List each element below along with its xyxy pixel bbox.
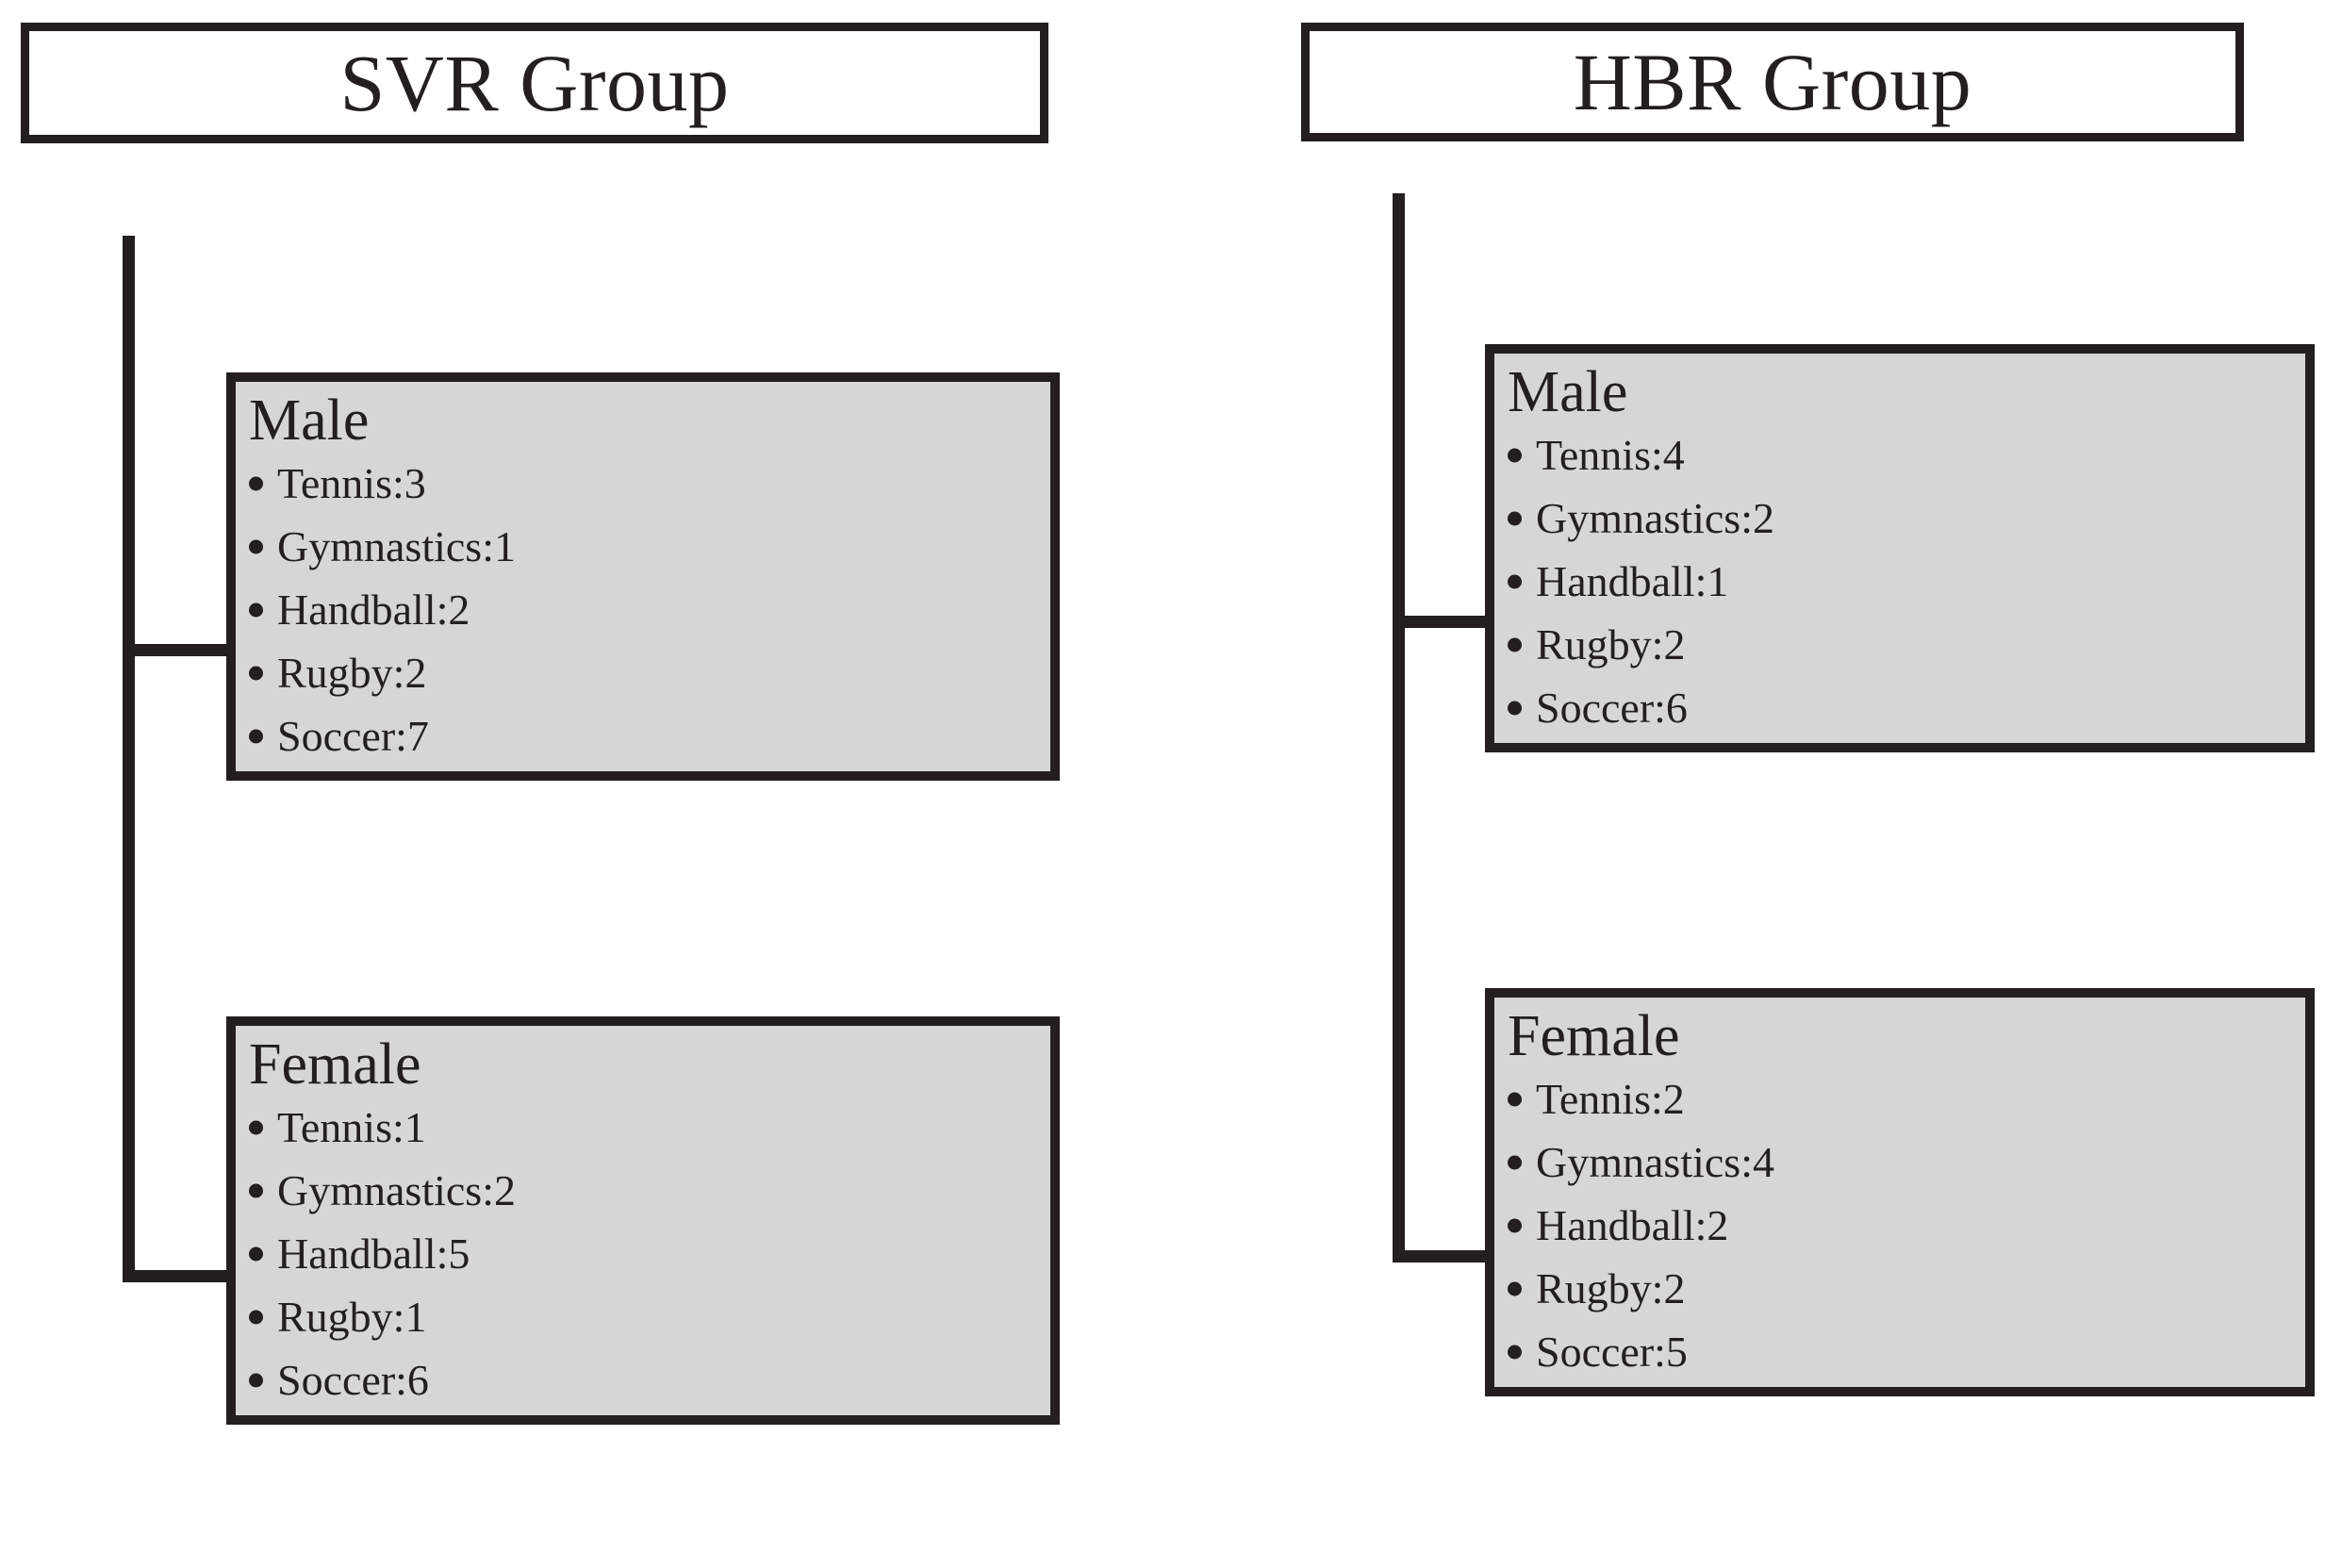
list-item-label: Soccer:7 — [277, 711, 429, 760]
list-item-label: Rugby:1 — [277, 1292, 427, 1341]
group-title-hbr: HBR Group — [1573, 37, 1972, 127]
bullet-icon — [1508, 574, 1522, 589]
node-hbr-female[interactable]: Female Tennis:2 Gymnastics:4 Handball:2 … — [1485, 988, 2315, 1396]
group-header-hbr[interactable]: HBR Group — [1301, 23, 2244, 141]
connector-trunk-svr — [123, 236, 135, 1282]
list-item-label: Handball:1 — [1536, 556, 1729, 605]
node-hbr-male[interactable]: Male Tennis:4 Gymnastics:2 Handball:1 Ru… — [1485, 344, 2315, 752]
bullet-icon — [1508, 1345, 1522, 1360]
list-item: Soccer:6 — [249, 1355, 1050, 1404]
list-item: Soccer:6 — [1508, 683, 2305, 732]
list-item-label: Soccer:5 — [1536, 1327, 1688, 1376]
node-svr-male[interactable]: Male Tennis:3 Gymnastics:1 Handball:2 Ru… — [226, 372, 1060, 781]
list-item: Tennis:4 — [1508, 430, 2305, 479]
bullet-icon — [1508, 1281, 1522, 1296]
bullet-icon — [249, 476, 263, 491]
list-item-label: Gymnastics:1 — [277, 521, 516, 570]
group-header-svr[interactable]: SVR Group — [21, 23, 1048, 143]
bullet-icon — [249, 1120, 263, 1135]
bullet-icon — [1508, 448, 1522, 463]
bullet-icon — [249, 1373, 263, 1388]
bullet-icon — [249, 1183, 263, 1198]
node-title-svr-male: Male — [249, 388, 370, 453]
bullet-icon — [1508, 701, 1522, 716]
list-item-label: Soccer:6 — [1536, 683, 1688, 732]
connector-branch-hbr-female — [1393, 1250, 1496, 1263]
list-item-label: Soccer:6 — [277, 1355, 429, 1404]
list-item: Rugby:2 — [249, 648, 1050, 697]
bullet-icon — [249, 729, 263, 744]
list-item: Rugby:2 — [1508, 1263, 2305, 1312]
list-item-label: Handball:2 — [277, 585, 470, 634]
list-item-label: Rugby:2 — [277, 648, 427, 697]
list-item-label: Rugby:2 — [1536, 1263, 1686, 1312]
list-item-label: Tennis:2 — [1536, 1074, 1685, 1123]
list-item: Soccer:7 — [249, 711, 1050, 760]
list-item: Gymnastics:1 — [249, 521, 1050, 570]
bullet-icon — [1508, 637, 1522, 652]
node-list-svr-female: Tennis:1 Gymnastics:2 Handball:5 Rugby:1… — [249, 1102, 1050, 1404]
bullet-icon — [249, 602, 263, 618]
connector-trunk-hbr — [1393, 193, 1405, 1262]
bullet-icon — [1508, 1218, 1522, 1233]
list-item-label: Handball:2 — [1536, 1200, 1729, 1249]
list-item: Rugby:2 — [1508, 619, 2305, 668]
list-item: Gymnastics:4 — [1508, 1137, 2305, 1186]
node-list-hbr-male: Tennis:4 Gymnastics:2 Handball:1 Rugby:2… — [1508, 430, 2305, 732]
list-item-label: Handball:5 — [277, 1229, 470, 1278]
list-item: Handball:5 — [249, 1229, 1050, 1278]
bullet-icon — [1508, 1092, 1522, 1107]
node-list-hbr-female: Tennis:2 Gymnastics:4 Handball:2 Rugby:2… — [1508, 1074, 2305, 1376]
bullet-icon — [249, 1310, 263, 1325]
bullet-icon — [1508, 1155, 1522, 1170]
bullet-icon — [249, 1246, 263, 1262]
list-item: Handball:2 — [249, 585, 1050, 634]
list-item-label: Gymnastics:2 — [277, 1165, 516, 1214]
list-item-label: Rugby:2 — [1536, 619, 1686, 668]
list-item-label: Tennis:4 — [1536, 430, 1685, 479]
bullet-icon — [249, 666, 263, 681]
list-item: Tennis:2 — [1508, 1074, 2305, 1123]
list-item: Handball:2 — [1508, 1200, 2305, 1249]
list-item-label: Gymnastics:2 — [1536, 493, 1774, 542]
node-title-hbr-female: Female — [1508, 1004, 1680, 1068]
connector-branch-svr-female — [123, 1270, 234, 1282]
node-svr-female[interactable]: Female Tennis:1 Gymnastics:2 Handball:5 … — [226, 1016, 1060, 1425]
list-item: Handball:1 — [1508, 556, 2305, 605]
list-item-label: Gymnastics:4 — [1536, 1137, 1774, 1186]
connector-branch-svr-male — [123, 644, 234, 656]
list-item: Gymnastics:2 — [1508, 493, 2305, 542]
node-title-svr-female: Female — [249, 1032, 421, 1097]
group-title-svr: SVR Group — [339, 38, 730, 128]
bullet-icon — [249, 539, 263, 554]
node-title-hbr-male: Male — [1508, 360, 1628, 424]
list-item: Gymnastics:2 — [249, 1165, 1050, 1214]
list-item: Rugby:1 — [249, 1292, 1050, 1341]
list-item: Tennis:1 — [249, 1102, 1050, 1151]
connector-branch-hbr-male — [1393, 616, 1496, 628]
list-item-label: Tennis:3 — [277, 458, 426, 507]
list-item: Soccer:5 — [1508, 1327, 2305, 1376]
bullet-icon — [1508, 511, 1522, 526]
node-list-svr-male: Tennis:3 Gymnastics:1 Handball:2 Rugby:2… — [249, 458, 1050, 760]
list-item-label: Tennis:1 — [277, 1102, 426, 1151]
list-item: Tennis:3 — [249, 458, 1050, 507]
